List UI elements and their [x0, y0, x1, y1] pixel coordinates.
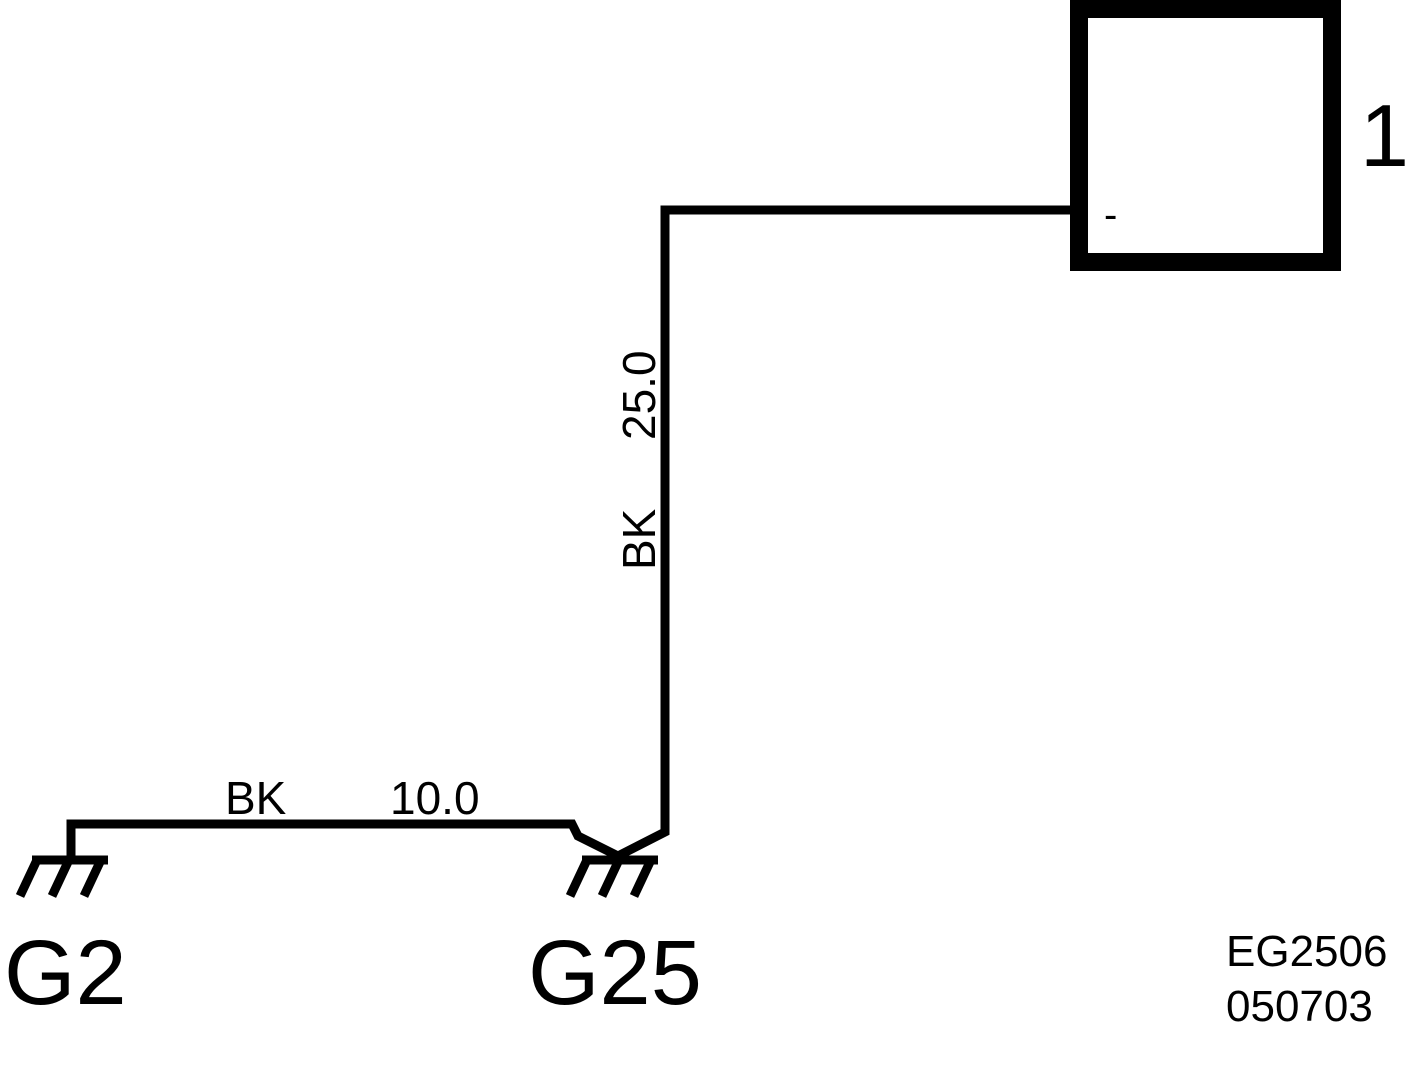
wire-bk-25 [615, 205, 1079, 861]
wire-gauge-label-horizontal: 10.0 [390, 772, 480, 824]
diagram-reference-code: EG2506 [1226, 927, 1387, 976]
ground-label-g25: G25 [528, 922, 702, 1024]
ground-symbol-g25 [565, 855, 658, 898]
ground-symbol-g2 [15, 855, 108, 898]
wire-bk-10 [66, 819, 621, 861]
wire-color-label-horizontal: BK [225, 772, 287, 824]
ground-label-g2: G2 [4, 922, 127, 1024]
wire-color-label-vertical: BK [613, 508, 665, 570]
component-1-terminal: - [1104, 193, 1117, 237]
component-1-box [1070, 0, 1341, 271]
wire-gauge-label-vertical: 25.0 [613, 350, 665, 440]
diagram-reference-date: 050703 [1226, 982, 1373, 1031]
component-1-number: 1 [1360, 86, 1408, 185]
